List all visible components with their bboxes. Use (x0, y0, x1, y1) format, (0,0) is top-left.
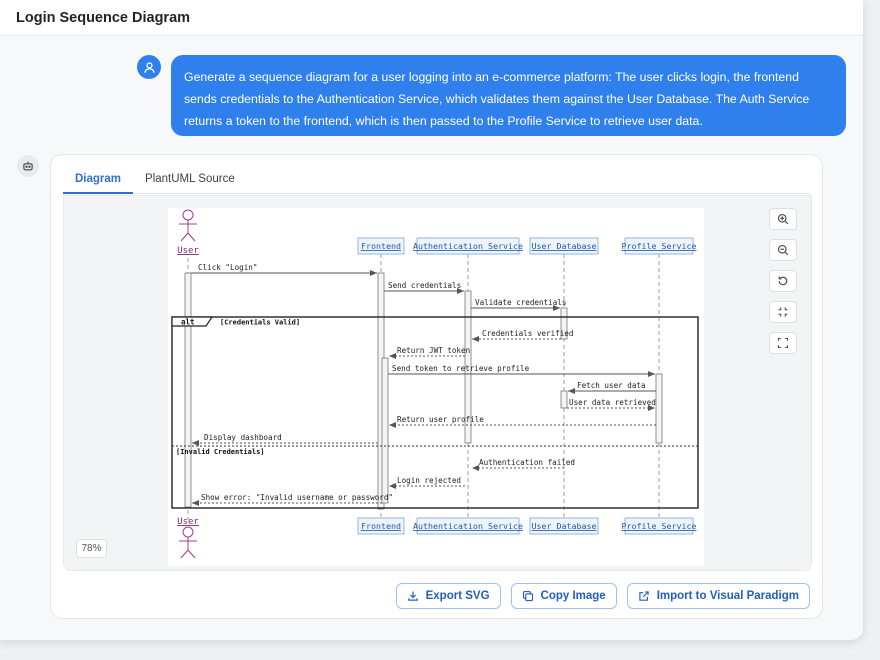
fit-icon (778, 307, 788, 317)
user-icon (137, 55, 161, 79)
participant-profile-bottom: Profile Service (622, 521, 697, 531)
copy-icon (522, 590, 533, 602)
header: Login Sequence Diagram (0, 0, 863, 36)
user-message-bubble: Generate a sequence diagram for a user l… (171, 55, 846, 136)
download-icon (407, 591, 418, 601)
participant-frontend-bottom: Frontend (361, 521, 401, 531)
export-svg-label: Export SVG (425, 590, 490, 602)
sequence-diagram: User Frontend Authentication Service Use… (168, 208, 704, 566)
participant-profile-top: Profile Service (622, 241, 697, 251)
diagram-viewport[interactable]: User Frontend Authentication Service Use… (63, 195, 812, 571)
import-visual-paradigm-button[interactable]: Import to Visual Paradigm (626, 583, 810, 609)
import-visual-paradigm-label: Import to Visual Paradigm (656, 590, 799, 602)
alt-guard-valid: [Credentials Valid] (220, 319, 300, 327)
sequence-diagram-svg: User Frontend Authentication Service Use… (171, 209, 699, 559)
participant-auth-top: Authentication Service (413, 241, 523, 251)
participant-auth-bottom: Authentication Service (413, 521, 523, 531)
zoom-in-button[interactable] (769, 208, 797, 230)
action-bar: Export SVG Copy Image Import to Visual P… (395, 583, 810, 609)
message-label: Display dashboard (204, 433, 282, 442)
reset-view-button[interactable] (769, 270, 797, 292)
tab-plantuml-source[interactable]: PlantUML Source (145, 173, 235, 185)
message-label: Return JWT token (397, 346, 470, 355)
zoom-in-icon (777, 213, 789, 225)
participant-user-bottom: User (177, 517, 199, 527)
copy-image-label: Copy Image (540, 590, 606, 602)
response-card: Diagram PlantUML Source (50, 154, 823, 619)
fit-view-button[interactable] (769, 301, 797, 323)
message-label: Fetch user data (577, 381, 646, 390)
alt-keyword: alt (181, 318, 195, 327)
fullscreen-icon (777, 337, 789, 349)
participant-frontend-top: Frontend (361, 241, 401, 251)
zoom-out-button[interactable] (769, 239, 797, 261)
copy-image-button[interactable]: Copy Image (510, 583, 617, 609)
message-label: Validate credentials (475, 298, 566, 307)
fullscreen-button[interactable] (769, 332, 797, 354)
message-label: Send token to retrieve profile (392, 364, 530, 373)
zoom-toolbar (769, 208, 797, 354)
tab-bar: Diagram PlantUML Source (63, 167, 810, 194)
activations (184, 272, 663, 510)
alt-fragment (171, 316, 699, 509)
message-label: Credentials verified (482, 329, 573, 338)
participants-bottom: Frontend Authentication Service User Dat… (357, 517, 697, 535)
message-label: Authentication failed (479, 458, 575, 467)
external-link-icon (639, 591, 649, 601)
participant-db-bottom: User Database (532, 521, 597, 531)
message-label: Click "Login" (198, 263, 257, 272)
message-label: Send credentials (388, 281, 461, 290)
actor-user-top (179, 209, 197, 242)
participants-top: Frontend Authentication Service User Dat… (357, 237, 697, 255)
export-svg-button[interactable]: Export SVG (395, 583, 501, 609)
alt-guard-invalid: [Invalid Credentials] (176, 448, 265, 456)
message-label: Login rejected (397, 476, 461, 485)
page-title: Login Sequence Diagram (16, 9, 191, 26)
message-label: Return user profile (397, 415, 484, 424)
reset-icon (778, 276, 788, 286)
tab-diagram[interactable]: Diagram (63, 167, 134, 194)
participant-db-top: User Database (532, 241, 597, 251)
message-label: User data retrieved (569, 398, 656, 407)
bot-icon (17, 155, 39, 177)
zoom-out-icon (777, 244, 789, 256)
user-message-row: Generate a sequence diagram for a user l… (137, 55, 846, 136)
message-label: Show error: "Invalid username or passwor… (201, 493, 393, 502)
zoom-level-indicator: 78% (76, 539, 107, 558)
participant-user-top: User (177, 246, 199, 256)
actor-user-bottom (179, 526, 197, 559)
app-window: Login Sequence Diagram Generate a sequen… (0, 0, 863, 619)
